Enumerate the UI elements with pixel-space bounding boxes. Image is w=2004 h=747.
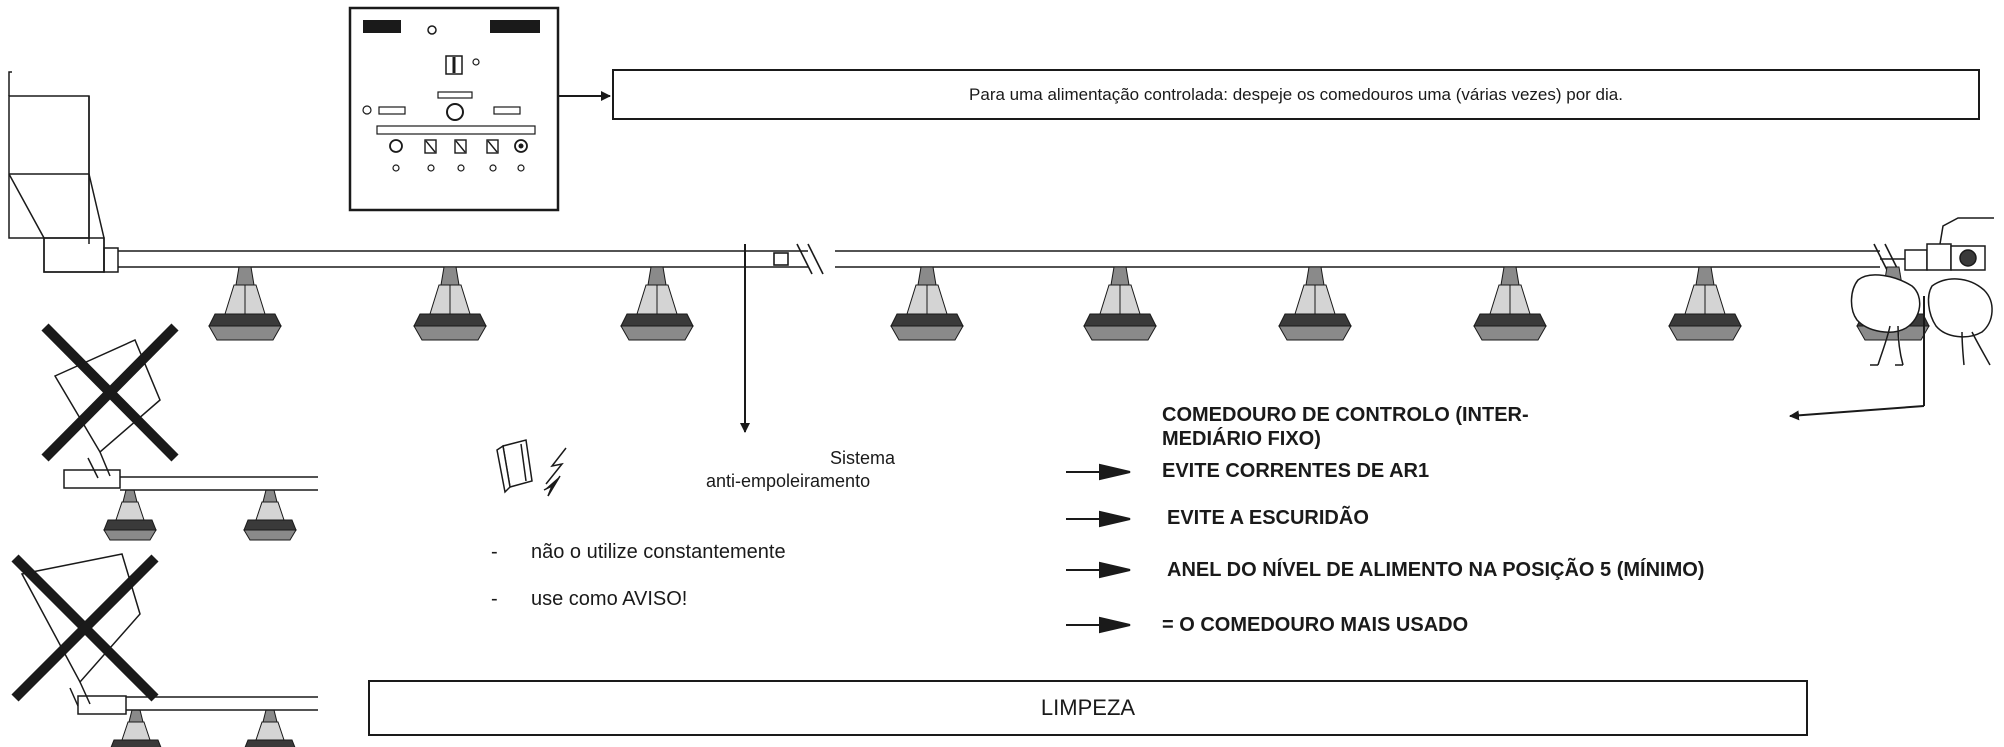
cleaning-box: LIMPEZA <box>368 680 1808 736</box>
note-text-2: use como AVISO! <box>531 588 688 610</box>
chickens <box>1850 274 1993 366</box>
feeder-pan <box>103 489 157 541</box>
control-feeder-arrow <box>1789 405 1925 421</box>
feeder-pan <box>1668 266 1742 341</box>
feeder-pan <box>620 266 694 341</box>
feeder-pan <box>1473 266 1547 341</box>
note-dash-2: - <box>491 588 498 610</box>
anti-perch-line1: Sistema <box>830 448 896 468</box>
tip-2: EVITE A ESCURIDÃO <box>1167 507 1369 529</box>
feed-hopper <box>8 71 119 273</box>
electric-shock-icon <box>496 439 567 497</box>
feeder-pan <box>890 266 964 341</box>
feeder-pan <box>208 266 282 341</box>
feeder-pans <box>103 266 1930 747</box>
control-feeder-line1: COMEDOURO DE CONTROLO (INTER- <box>1162 404 1529 426</box>
feeder-pan <box>244 709 296 747</box>
cleaning-label: LIMPEZA <box>1040 695 1136 720</box>
tip-4: = O COMEDOURO MAIS USADO <box>1162 614 1469 636</box>
feeder-pan <box>1278 266 1352 341</box>
callout-top-text: Para uma alimentação controlada: despeje… <box>969 84 1623 104</box>
feeder-pan <box>1083 266 1157 341</box>
note-text-1: não o utilize constantemente <box>531 541 786 563</box>
feeder-pan <box>413 266 487 341</box>
anti-perch-line2: anti-empoleiramento <box>706 471 871 491</box>
crossed-hopper-2 <box>11 553 318 715</box>
control-feeder-line2: MEDIÁRIO FIXO) <box>1162 428 1321 450</box>
tip-1: EVITE CORRENTES DE AR1 <box>1162 460 1430 482</box>
motor-unit <box>1904 217 1994 271</box>
control-panel <box>348 6 560 212</box>
feed-line <box>118 243 1922 275</box>
callout-top-box: Para uma alimentação controlada: despeje… <box>612 69 1980 120</box>
feeder-pan <box>110 709 162 747</box>
tip-3: ANEL DO NÍVEL DE ALIMENTO NA POSIÇÃO 5 (… <box>1167 559 1705 581</box>
crossed-hopper-1 <box>41 323 318 491</box>
tip-arrows <box>1066 463 1131 634</box>
note-dash-1: - <box>491 541 498 563</box>
feeder-pan <box>243 489 297 541</box>
